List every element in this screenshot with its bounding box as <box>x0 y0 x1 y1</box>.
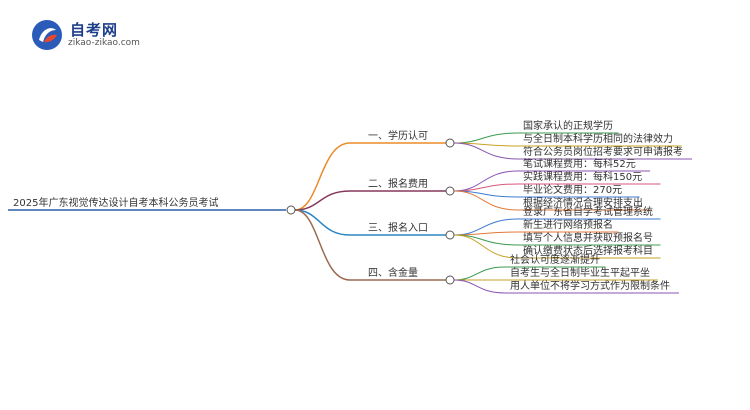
leaf-label: 自考生与全日制毕业生平起平坐 <box>510 266 650 279</box>
connector-lines <box>294 132 692 294</box>
branch-node-dot <box>445 230 455 240</box>
branch-to-leaf-connector <box>453 266 506 281</box>
branch-node-dot <box>445 275 455 285</box>
branch-to-leaf-connector <box>453 142 519 160</box>
leaf-label: 确认缴费状态后选择报考科目 <box>523 244 653 257</box>
leaf-label: 登录广东省自学考试管理系统 <box>523 205 653 218</box>
branch-label: 四、含金量 <box>368 266 418 279</box>
root-to-branch-connector <box>294 190 351 211</box>
root-node-dot <box>286 205 296 215</box>
leaf-label: 社会认可度逐渐提升 <box>510 253 600 266</box>
leaf-label: 毕业论文费用：270元 <box>523 183 622 196</box>
branch-to-leaf-connector <box>453 234 519 259</box>
site-domain: zikao-zikao.com <box>68 38 140 48</box>
branch-to-leaf-connector <box>453 132 519 144</box>
branch-to-leaf-connector <box>453 279 506 294</box>
leaf-label: 国家承认的正规学历 <box>523 119 613 132</box>
branch-registration-portal: 三、报名入口 登录广东省自学考试管理系统 新生进行网络预报名 填写个人信息并获取… <box>350 205 653 257</box>
branch-credential-value: 四、含金量 社会认可度逐渐提升 自考生与全日制毕业生平起平坐 用人单位不将学习方… <box>350 253 670 292</box>
root-to-branch-connector <box>294 142 351 211</box>
leaf-label: 用人单位不将学习方式作为限制条件 <box>510 279 670 292</box>
branch-node-dot <box>445 186 455 196</box>
leaf-label: 笔试课程费用：每科52元 <box>523 157 636 170</box>
branch-registration-fees: 二、报名费用 笔试课程费用：每科52元 实践课程费用：每科150元 毕业论文费用… <box>350 157 643 209</box>
branch-node-dot <box>445 138 455 148</box>
leaf-label: 实践课程费用：每科150元 <box>523 170 642 183</box>
site-logo: 自考网 zikao-zikao.com <box>30 18 150 52</box>
branch-label: 三、报名入口 <box>368 221 428 234</box>
branch-label: 一、学历认可 <box>368 129 428 142</box>
root-to-branch-connector <box>294 209 351 236</box>
root-to-branch-connector <box>294 209 351 281</box>
leaf-label: 与全日制本科学历相同的法律效力 <box>523 132 673 145</box>
leaf-label: 符合公务员岗位招考要求可申请报考 <box>523 145 683 158</box>
branch-to-leaf-connector <box>453 231 519 236</box>
logo-mark-icon <box>32 20 62 50</box>
site-name: 自考网 <box>70 21 119 39</box>
leaf-label: 新生进行网络预报名 <box>523 218 613 231</box>
branch-to-leaf-connector <box>453 190 519 211</box>
leaf-label: 填写个人信息并获取预报名号 <box>523 231 653 244</box>
branch-to-leaf-connector <box>453 170 519 192</box>
root-topic: 2025年广东视觉传达设计自考本科公务员考试 <box>13 196 218 209</box>
branch-label: 二、报名费用 <box>368 177 428 190</box>
leaf-label: 根据经济情况合理安排支出 <box>523 196 643 209</box>
branch-education-recognition: 一、学历认可 国家承认的正规学历 与全日制本科学历相同的法律效力 符合公务员岗位… <box>350 119 683 158</box>
